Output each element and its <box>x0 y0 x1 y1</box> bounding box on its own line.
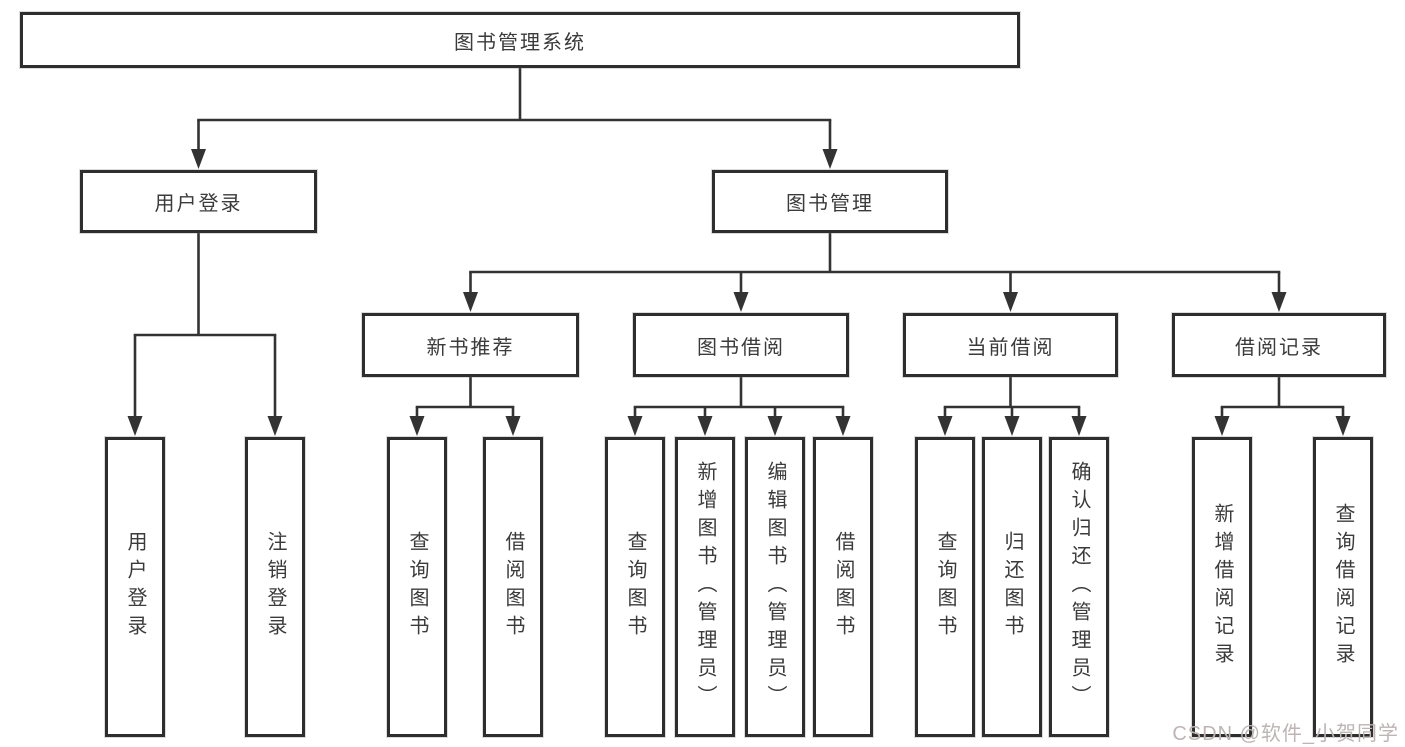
node-leaf-bb-query: 查询图书 <box>605 437 665 737</box>
node-borrow-record: 借阅记录 <box>1172 313 1386 377</box>
node-label: 当前借阅 <box>966 336 1055 359</box>
arrowhead-down-icon <box>733 292 749 312</box>
node-label: 用户登录 <box>154 193 243 215</box>
node-user-login: 用户登录 <box>80 170 317 233</box>
node-label: 图书管理系统 <box>454 31 586 54</box>
arrowhead-down-icon <box>1335 416 1351 436</box>
arrowhead-down-icon <box>1003 292 1018 312</box>
node-new-book-rec: 新书推荐 <box>362 313 579 377</box>
arrowhead-down-icon <box>505 416 521 436</box>
node-leaf-bb-borrow: 借阅图书 <box>813 437 873 737</box>
arrowhead-down-icon <box>267 416 283 436</box>
arrowhead-down-icon <box>627 416 643 436</box>
node-label: 图书借阅 <box>697 336 785 359</box>
node-label: 注销登录 <box>264 531 286 643</box>
node-label: 查询图书 <box>624 531 646 643</box>
node-leaf-cb-query: 查询图书 <box>915 437 975 737</box>
node-label: 新增图书（管理员） <box>694 461 716 713</box>
node-leaf-logout: 注销登录 <box>245 437 305 737</box>
node-book-borrow: 图书借阅 <box>633 313 849 377</box>
node-label: 借阅图书 <box>502 531 524 643</box>
arrowhead-down-icon <box>1214 416 1230 436</box>
arrowhead-down-icon <box>1004 416 1020 436</box>
arrowhead-down-icon <box>127 416 143 436</box>
node-label: 查询借阅记录 <box>1332 503 1354 671</box>
node-label: 借阅图书 <box>832 531 854 643</box>
arrowhead-down-icon <box>463 292 478 312</box>
node-leaf-nb-query: 查询图书 <box>387 437 447 737</box>
arrowhead-down-icon <box>409 416 425 436</box>
node-label: 新书推荐 <box>426 336 515 359</box>
node-label: 新增借阅记录 <box>1211 503 1233 671</box>
node-leaf-bb-add: 新增图书（管理员） <box>675 437 735 737</box>
node-label: 确认归还（管理员） <box>1068 461 1090 713</box>
arrowhead-down-icon <box>697 416 713 436</box>
node-label: 借阅记录 <box>1235 336 1323 359</box>
arrowhead-down-icon <box>835 416 851 436</box>
arrowhead-down-icon <box>767 416 783 436</box>
node-label: 查询图书 <box>934 531 956 643</box>
node-label: 编辑图书（管理员） <box>764 461 786 713</box>
arrowhead-down-icon <box>1271 292 1287 312</box>
node-leaf-cb-return: 归还图书 <box>982 437 1042 737</box>
node-leaf-br-query: 查询借阅记录 <box>1313 437 1373 737</box>
node-label: 图书管理 <box>786 193 874 215</box>
arrowhead-down-icon <box>191 149 206 169</box>
node-root: 图书管理系统 <box>20 12 1020 68</box>
node-leaf-br-add: 新增借阅记录 <box>1192 437 1252 737</box>
node-leaf-user-login: 用户登录 <box>105 437 165 737</box>
arrowhead-down-icon <box>822 149 838 169</box>
node-current-borrow: 当前借阅 <box>903 313 1118 377</box>
node-label: 查询图书 <box>406 531 428 643</box>
node-leaf-nb-borrow: 借阅图书 <box>483 437 543 737</box>
arrowhead-down-icon <box>937 416 953 436</box>
arrowhead-down-icon <box>1071 416 1087 436</box>
node-book-mgmt: 图书管理 <box>712 170 948 233</box>
node-label: 归还图书 <box>1001 531 1023 643</box>
node-label: 用户登录 <box>124 531 146 643</box>
node-leaf-bb-edit: 编辑图书（管理员） <box>745 437 805 737</box>
node-leaf-cb-confirm: 确认归还（管理员） <box>1049 437 1109 737</box>
